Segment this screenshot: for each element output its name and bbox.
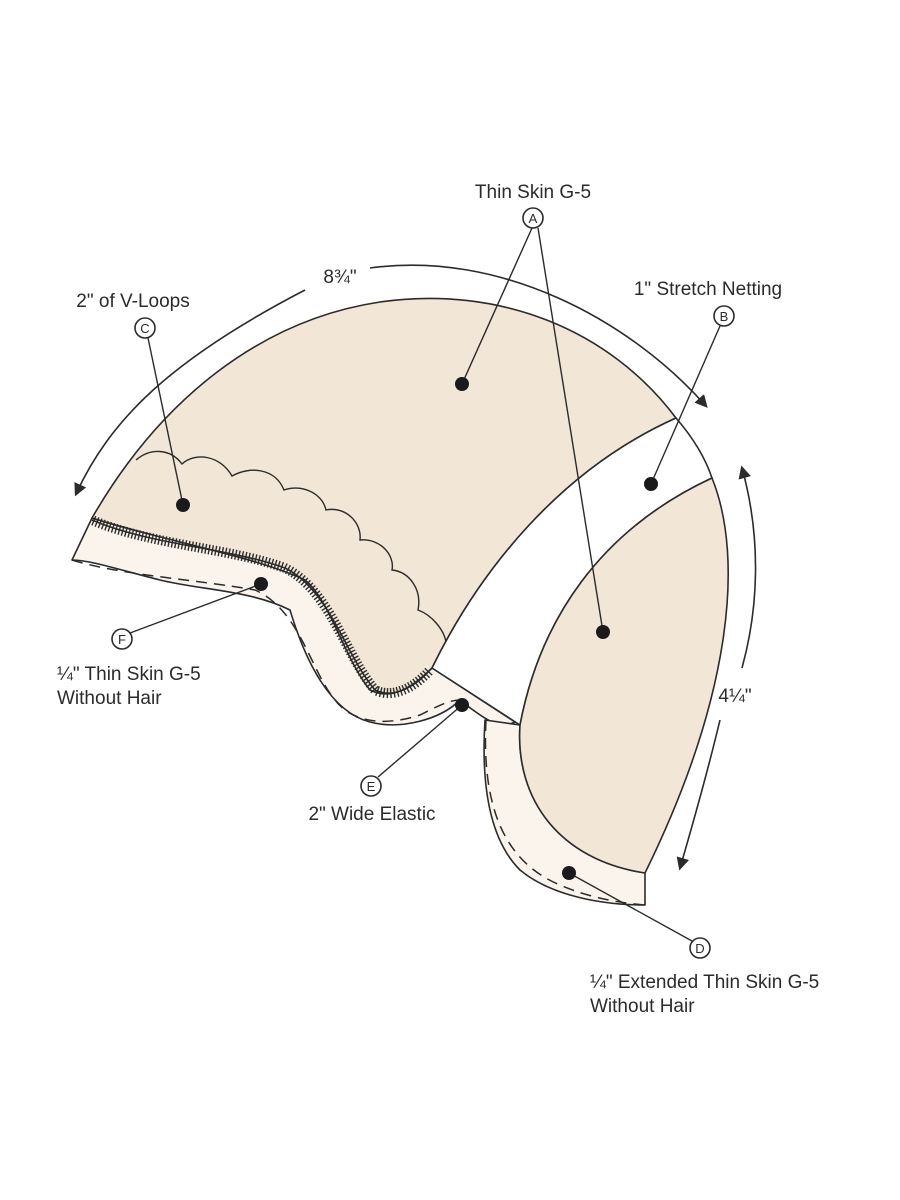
dot-b: [644, 477, 658, 491]
callout-a-label: Thin Skin G-5: [475, 182, 591, 203]
dot-e: [455, 698, 469, 712]
dot-f: [254, 577, 268, 591]
callout-b-label: 1" Stretch Netting: [634, 279, 782, 300]
side-dimension-arc-lower: [676, 719, 721, 871]
side-dashed-edge: [484, 719, 646, 906]
callout-b-marker: B: [713, 305, 735, 327]
svg-text:E: E: [367, 779, 376, 794]
side-dimension-arc-upper: [738, 465, 757, 669]
leader-a-side: [537, 227, 604, 633]
callout-c-label: 2" of V-Loops: [76, 291, 189, 312]
leader-d: [568, 872, 693, 942]
svg-text:A: A: [529, 211, 538, 226]
dot-d: [562, 866, 576, 880]
front-elastic-line: [91, 519, 431, 694]
callout-f-marker: F: [111, 628, 133, 650]
front-dashed-edge: [71, 559, 461, 723]
leader-a-top: [461, 227, 533, 385]
callout-e-label: 2" Wide Elastic: [308, 804, 435, 825]
callout-a-marker: A: [522, 207, 544, 229]
dot-c: [176, 498, 190, 512]
leader-f: [129, 583, 262, 634]
svg-text:F: F: [118, 632, 126, 647]
side-dimension-label: 4¼": [718, 686, 751, 707]
top-dimension-arc: [76, 264, 706, 494]
svg-text:D: D: [695, 941, 704, 956]
dot-a-side: [596, 625, 610, 639]
callout-e-marker: E: [360, 775, 382, 797]
callout-f-label-line1: ¼" Thin Skin G-5: [57, 664, 201, 685]
leader-e: [377, 704, 463, 778]
callout-c-marker: C: [134, 317, 156, 339]
dot-a-top: [455, 377, 469, 391]
side-thin-skin-panel: [518, 477, 729, 874]
callout-d-marker: D: [689, 937, 711, 959]
svg-text:C: C: [140, 321, 149, 336]
svg-text:B: B: [720, 309, 729, 324]
callout-d-label-line2: Without Hair: [590, 996, 695, 1017]
callout-f-label-line2: Without Hair: [57, 688, 162, 709]
callout-d-label-line1: ¼" Extended Thin Skin G-5: [590, 972, 819, 993]
leader-c: [147, 337, 184, 506]
top-dimension-label: 8¾": [323, 267, 356, 288]
leader-b: [650, 325, 721, 485]
